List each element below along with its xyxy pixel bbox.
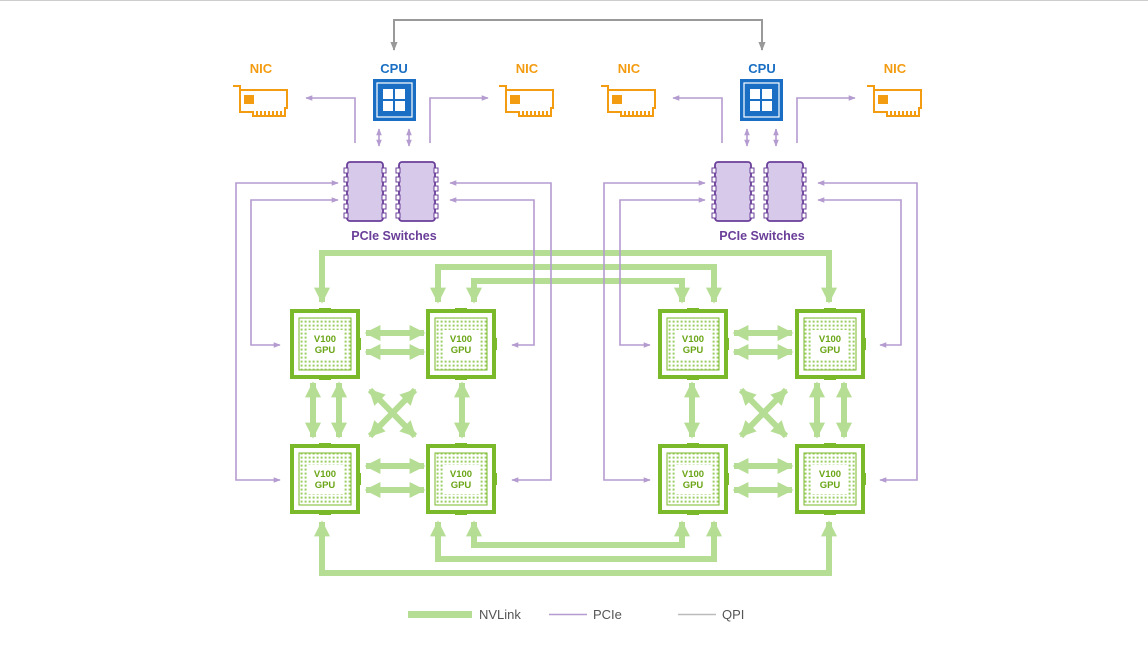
nic-cards — [233, 85, 922, 117]
gpu-label: GPU — [683, 480, 704, 491]
nic-card-icon — [867, 85, 922, 117]
gpu-label: GPU — [820, 345, 841, 356]
nic-labels: NIC NIC NIC NIC — [250, 61, 907, 76]
cpu-label: CPU — [748, 61, 775, 76]
cpu-label: CPU — [380, 61, 407, 76]
gpu-label: GPU — [820, 480, 841, 491]
cpu-chip-icon — [740, 79, 783, 121]
cpu-labels: CPU CPU — [380, 61, 775, 76]
legend-nvlink-swatch — [408, 611, 472, 618]
pcie-switches-label: PCIe Switches — [351, 229, 436, 243]
gpu-model-label: V100 — [682, 334, 704, 345]
legend-pcie-label: PCIe — [593, 607, 622, 622]
nic-label: NIC — [884, 61, 907, 76]
cpu-chip-icon — [373, 79, 416, 121]
pcie-switch-chip — [395, 161, 439, 222]
gpu-model-label: V100 — [314, 334, 336, 345]
gpu-label: GPU — [315, 345, 336, 356]
nic-label: NIC — [516, 61, 539, 76]
gpus: V100GPUV100GPUV100GPUV100GPUV100GPUV100G… — [290, 308, 866, 515]
nvlink-connections — [305, 250, 852, 576]
gpu-model-label: V100 — [819, 469, 841, 480]
gpu-model-label: V100 — [819, 334, 841, 345]
pcie-switch-labels: PCIe Switches PCIe Switches — [351, 229, 804, 243]
pcie-switches — [343, 161, 807, 222]
legend-qpi-label: QPI — [722, 607, 744, 622]
cpus — [373, 79, 783, 121]
gpu-model-label: V100 — [682, 469, 704, 480]
pcie-switches-label: PCIe Switches — [719, 229, 804, 243]
pcie-connections — [235, 95, 918, 483]
gpu-model-label: V100 — [450, 469, 472, 480]
gpu-label: GPU — [315, 480, 336, 491]
nic-label: NIC — [618, 61, 641, 76]
nic-label: NIC — [250, 61, 273, 76]
legend: NVLink PCIe QPI — [408, 607, 744, 622]
gpu-model-label: V100 — [314, 469, 336, 480]
legend-nvlink-label: NVLink — [479, 607, 521, 622]
gpu-model-label: V100 — [450, 334, 472, 345]
gpu-label: GPU — [451, 345, 472, 356]
nic-card-icon — [499, 85, 554, 117]
gpu-label: GPU — [451, 480, 472, 491]
nic-card-icon — [233, 85, 288, 117]
pcie-switch-chip — [711, 161, 755, 222]
qpi-link — [390, 19, 766, 51]
gpu-label: GPU — [683, 345, 704, 356]
pcie-switch-chip — [763, 161, 807, 222]
nic-card-icon — [601, 85, 656, 117]
pcie-switch-chip — [343, 161, 387, 222]
